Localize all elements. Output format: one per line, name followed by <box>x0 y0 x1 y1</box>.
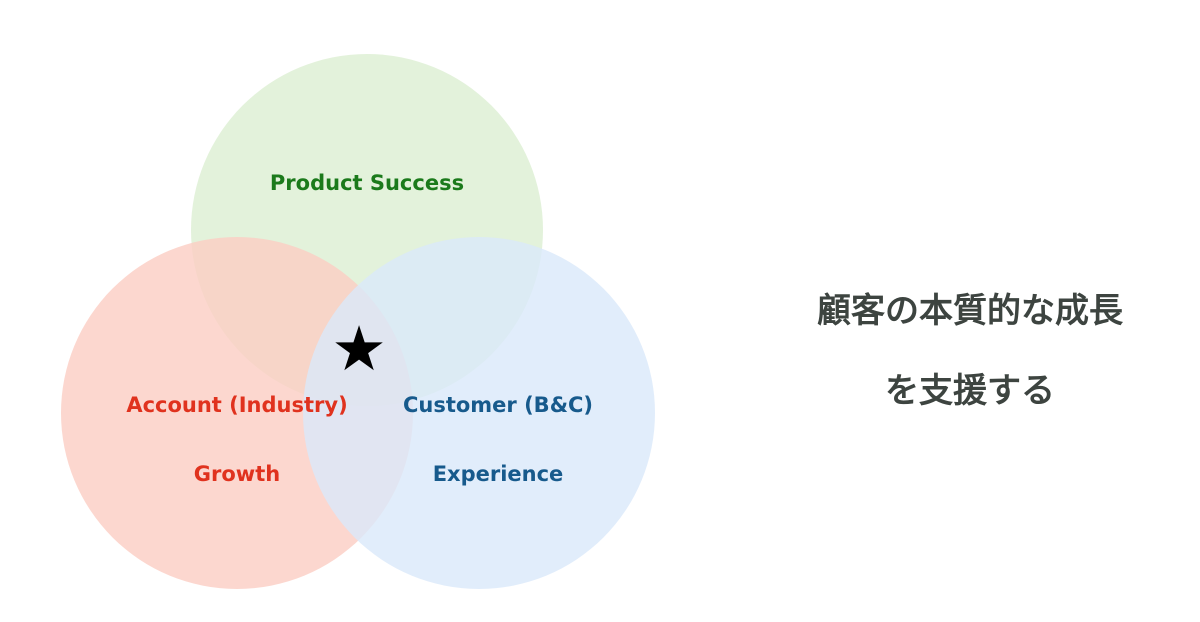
customer-experience-label-line2: Experience <box>433 462 564 486</box>
account-growth-label-line2: Growth <box>194 462 280 486</box>
star-icon: ★ <box>331 312 387 385</box>
customer-experience-label-line1: Customer (B&C) <box>403 393 593 417</box>
tagline-line2: を支援する <box>885 371 1055 411</box>
tagline-line1: 顧客の本質的な成長 <box>817 291 1123 331</box>
tagline: 顧客の本質的な成長 を支援する <box>760 280 1180 440</box>
venn-diagram: Product Success Account (Industry) Growt… <box>61 54 655 589</box>
account-growth-label-line1: Account (Industry) <box>126 393 347 417</box>
product-success-label: Product Success <box>270 171 464 195</box>
account-growth-circle <box>61 237 413 589</box>
customer-experience-circle <box>303 237 655 589</box>
